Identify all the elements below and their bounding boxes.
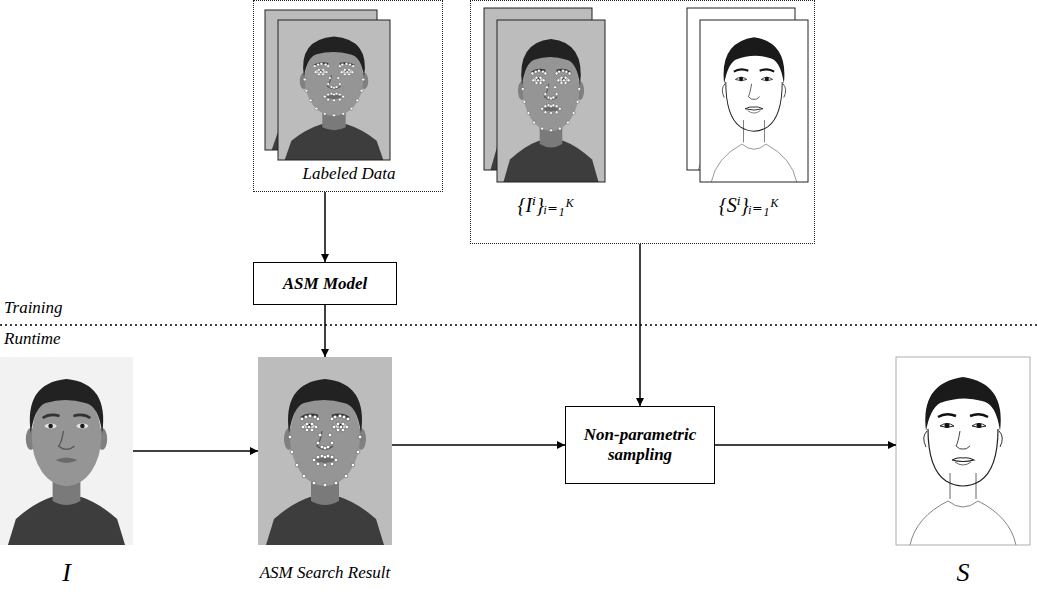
output-sketch bbox=[896, 357, 1030, 545]
box-label: ASM Model bbox=[283, 274, 368, 294]
asm-result-photo bbox=[258, 357, 392, 545]
sampling-box: Non-parametric sampling bbox=[565, 406, 715, 484]
flow-arrow bbox=[324, 305, 326, 357]
phase-label: Training bbox=[4, 298, 63, 318]
model-box: ASM Model bbox=[253, 262, 397, 305]
labeled-photo-front bbox=[278, 20, 390, 160]
image-label: S bbox=[896, 557, 1030, 588]
region-caption: Labeled Data bbox=[254, 164, 444, 184]
flow-arrow bbox=[133, 450, 258, 452]
flow-arrow bbox=[715, 444, 896, 446]
phase-separator bbox=[0, 324, 1037, 326]
input-image: I bbox=[0, 357, 133, 545]
input-photo bbox=[0, 357, 133, 545]
phase-label: Runtime bbox=[4, 329, 61, 349]
box-label: Non-parametric sampling bbox=[570, 425, 710, 464]
region-caption: {Iⁱ}ᵢ₌₁ᴷ bbox=[486, 193, 606, 217]
flow-arrow bbox=[324, 192, 326, 262]
flow-arrow bbox=[639, 244, 641, 406]
training-set-region: Labeled Data bbox=[253, 0, 443, 192]
output-image: S bbox=[896, 357, 1030, 545]
region-caption: {Sⁱ}ᵢ₌₁ᴷ bbox=[689, 193, 809, 217]
image-label: ASM Search Result bbox=[218, 563, 432, 583]
flow-arrow bbox=[392, 444, 565, 446]
training-photo-front bbox=[497, 20, 605, 182]
image-label: I bbox=[0, 557, 133, 588]
training-sketch-front bbox=[700, 20, 808, 182]
asm-result-image: ASM Search Result bbox=[258, 357, 392, 545]
training-pairs-region: {Iⁱ}ᵢ₌₁ᴷ {Sⁱ}ᵢ₌₁ᴷ bbox=[470, 0, 815, 244]
